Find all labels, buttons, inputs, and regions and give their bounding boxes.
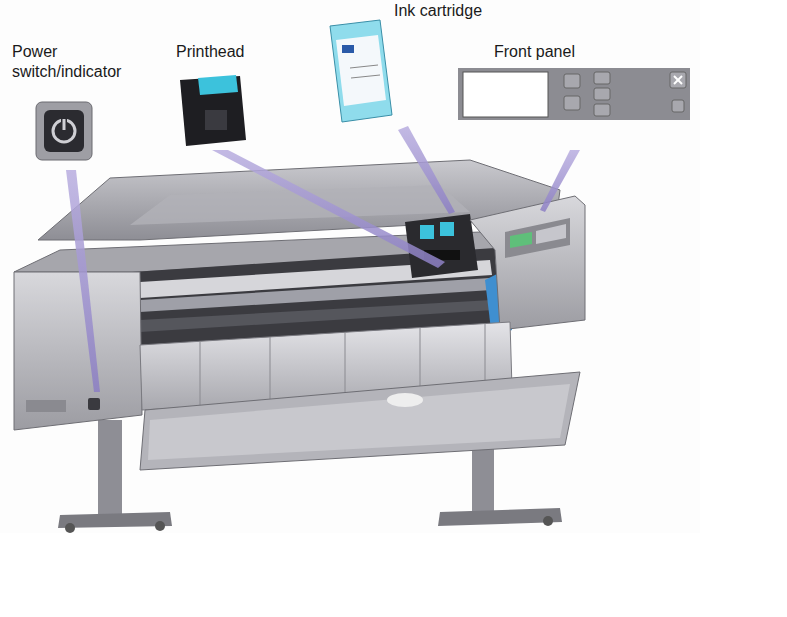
output-basket [140, 372, 580, 470]
leader-wedges [66, 126, 580, 392]
right-housing [470, 196, 585, 330]
printhead-icon [180, 75, 246, 146]
part-label: Printhead [176, 42, 296, 62]
left-housing [14, 272, 142, 430]
ink-cartridge-icon [330, 20, 392, 122]
part-label: Front panel [494, 42, 634, 62]
front-panel-icon [458, 68, 690, 120]
power-switch-icon [36, 102, 92, 160]
part-label: Power switch/indicator [12, 42, 152, 82]
brand-logo [387, 393, 423, 407]
part-label: Ink cartridge [394, 1, 534, 21]
background [0, 0, 700, 533]
power-switch [88, 398, 100, 410]
